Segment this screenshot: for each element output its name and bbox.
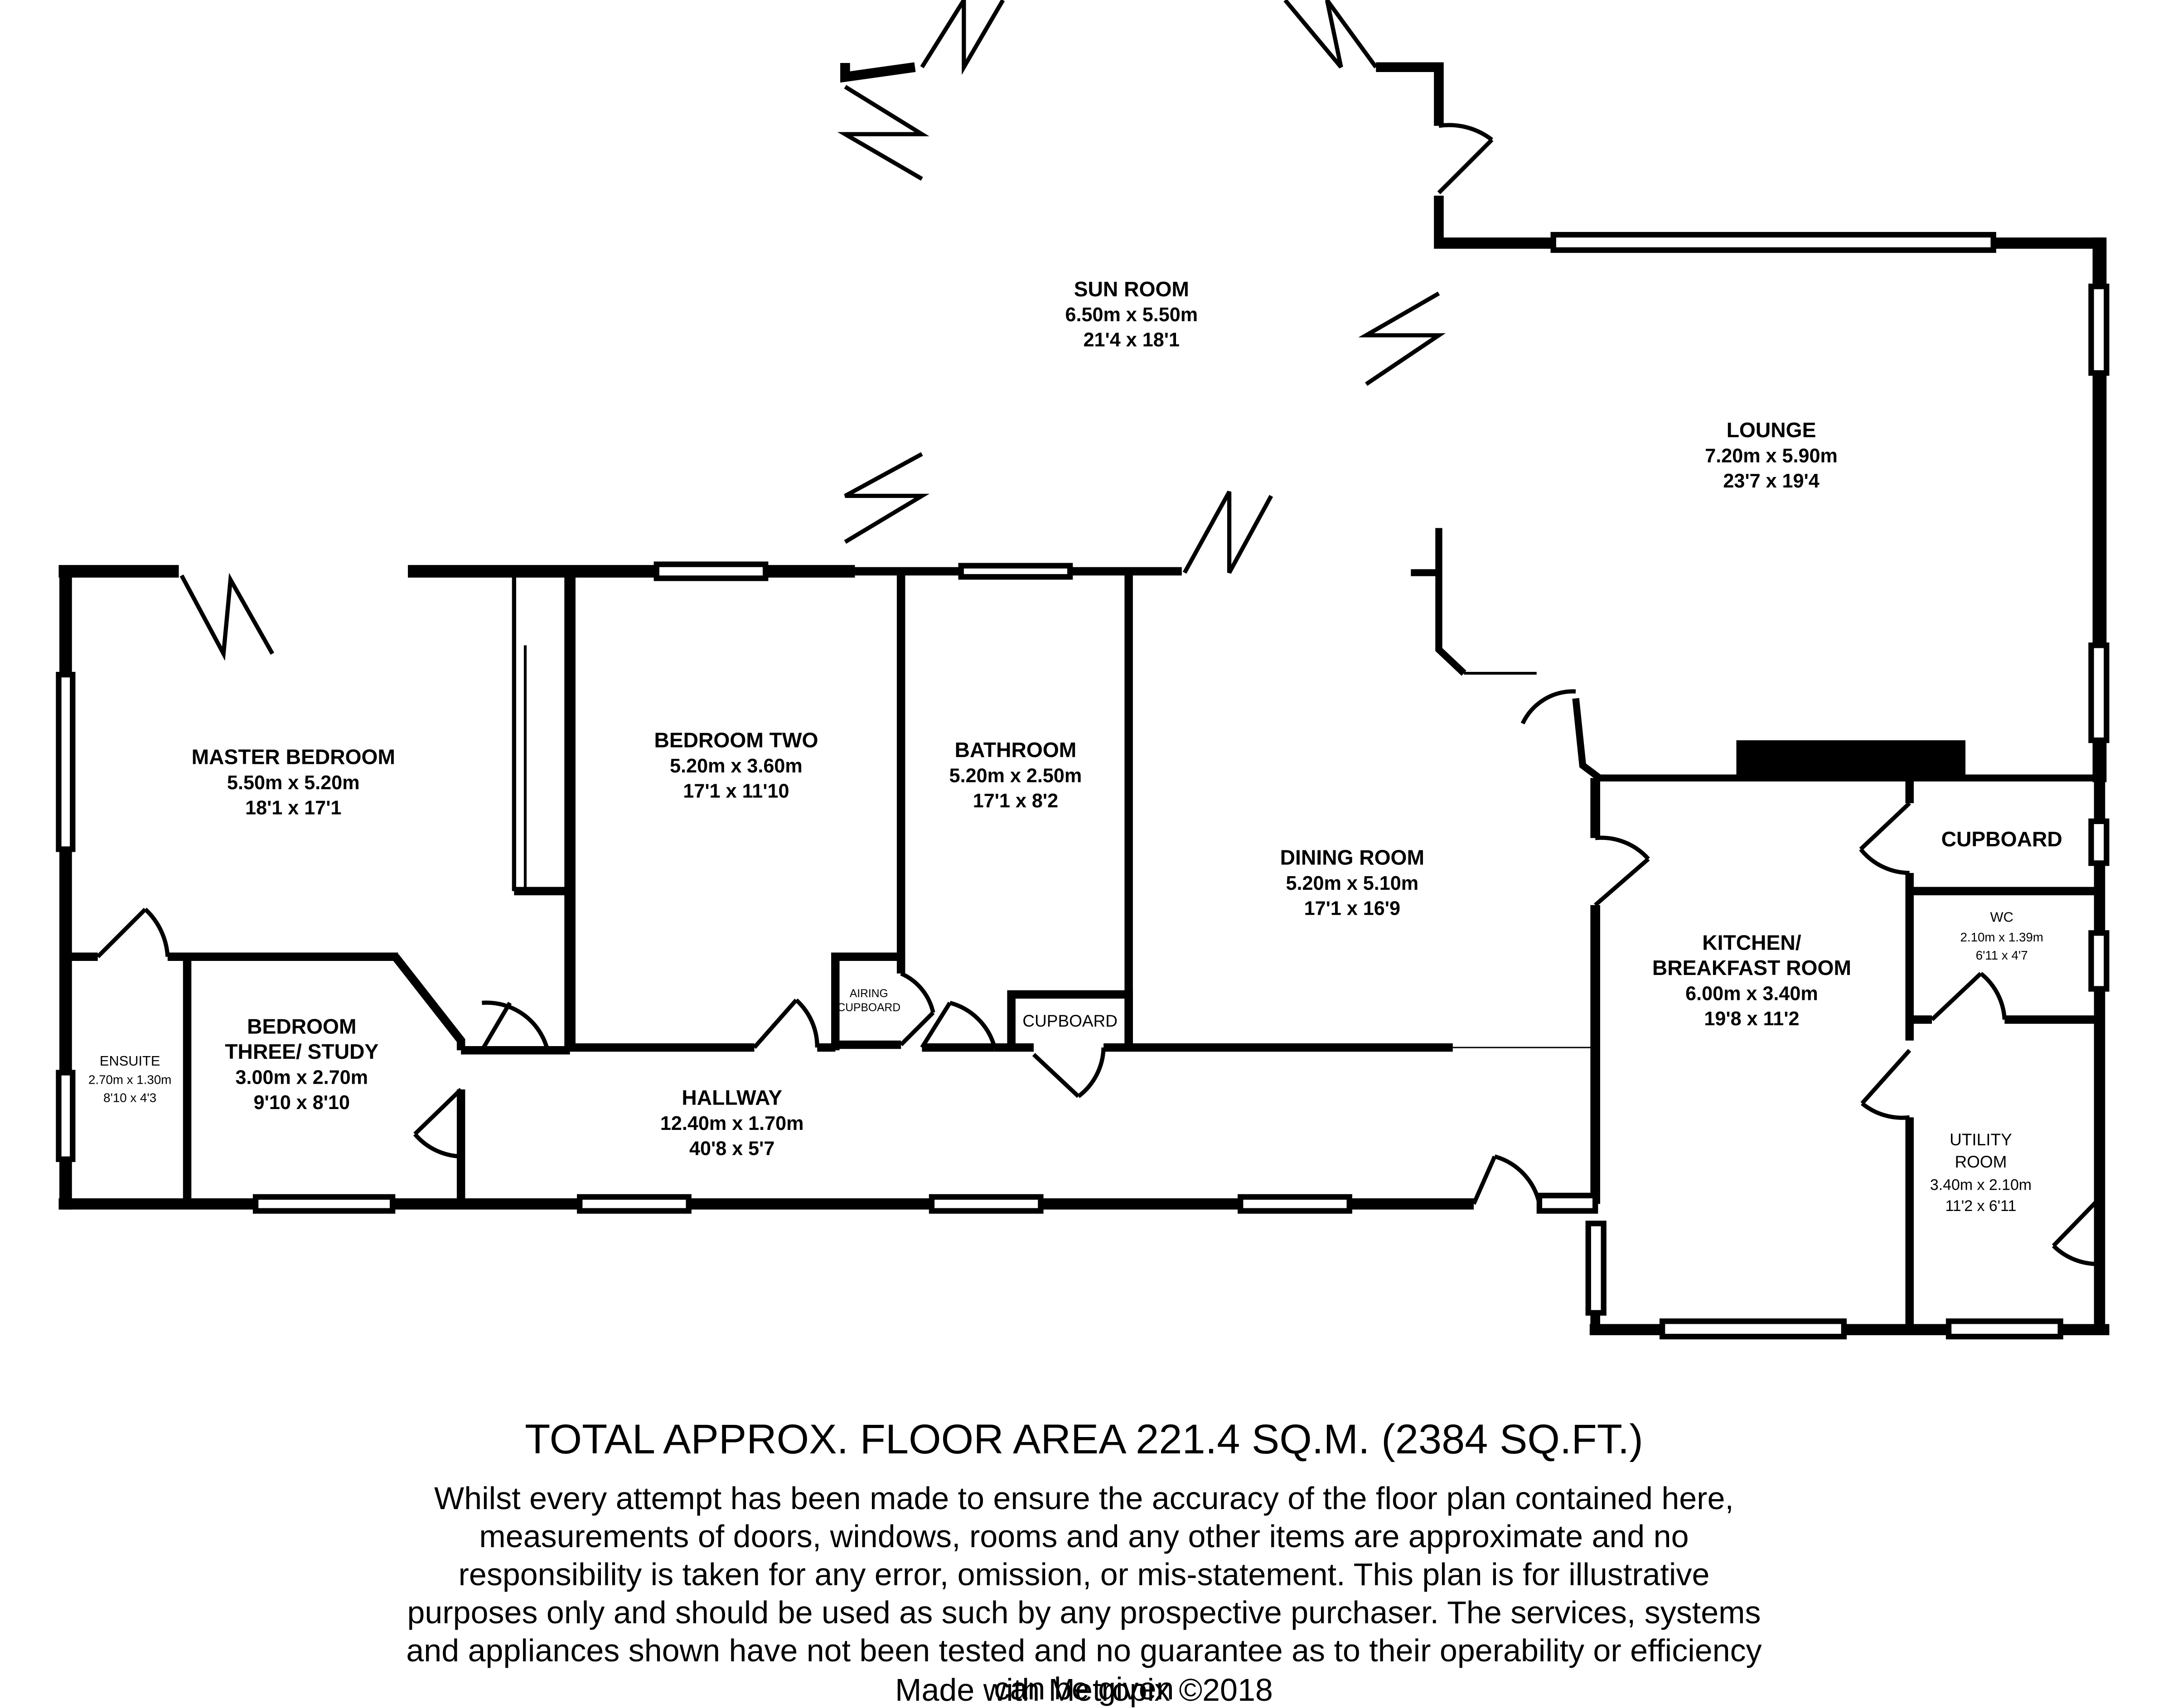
room-metric: 3.40m x 2.10m bbox=[1930, 1177, 2032, 1194]
room-metric: 5.20m x 5.10m bbox=[1286, 873, 1419, 894]
room-name-line2: THREE/ STUDY bbox=[225, 1040, 378, 1063]
made-with-credit: Made with Metropix ©2018 bbox=[895, 1672, 1273, 1708]
room-imperial: 19'8 x 11'2 bbox=[1704, 1008, 1799, 1030]
master-bedroom: MASTER BEDROOM 5.50m x 5.20m 18'1 x 17'1 bbox=[192, 745, 395, 819]
room-imperial: 18'1 x 17'1 bbox=[245, 797, 341, 819]
room-name-line1: KITCHEN/ bbox=[1702, 931, 1801, 954]
room-metric: 5.20m x 3.60m bbox=[670, 755, 803, 777]
disclaimer: Whilst every attempt has been made to en… bbox=[406, 1481, 1762, 1706]
room-imperial: 21'4 x 18'1 bbox=[1084, 329, 1180, 351]
room-metric: 6.00m x 3.40m bbox=[1685, 983, 1818, 1004]
room-imperial: 11'2 x 6'11 bbox=[1945, 1197, 2017, 1215]
room-name-line2: BREAKFAST ROOM bbox=[1652, 956, 1851, 979]
room-name: CUPBOARD bbox=[1022, 1012, 1118, 1030]
room-name-line2: CUPBOARD bbox=[837, 1002, 900, 1014]
room-imperial: 23'7 x 19'4 bbox=[1723, 470, 1819, 492]
airing-cupboard: AIRING CUPBOARD bbox=[837, 988, 900, 1014]
sun-room: SUN ROOM 6.50m x 5.50m 21'4 x 18'1 bbox=[1065, 277, 1198, 351]
room-metric: 5.20m x 2.50m bbox=[949, 765, 1082, 786]
room-name-line2: ROOM bbox=[1955, 1153, 2007, 1171]
room-imperial: 17'1 x 11'10 bbox=[683, 780, 789, 802]
room-name: BATHROOM bbox=[955, 738, 1077, 762]
hallway: HALLWAY 12.40m x 1.70m 40'8 x 5'7 bbox=[660, 1086, 804, 1160]
ensuite: ENSUITE 2.70m x 1.30m 8'10 x 4'3 bbox=[88, 1053, 171, 1105]
total-floor-area: TOTAL APPROX. FLOOR AREA 221.4 SQ.M. (23… bbox=[525, 1416, 1643, 1462]
room-metric: 12.40m x 1.70m bbox=[660, 1113, 804, 1134]
centre-walls bbox=[570, 571, 1600, 1098]
room-imperial: 17'1 x 16'9 bbox=[1304, 897, 1400, 919]
room-name: LOUNGE bbox=[1727, 418, 1816, 442]
room-name: HALLWAY bbox=[682, 1086, 782, 1110]
room-metric: 2.10m x 1.39m bbox=[1960, 930, 2043, 944]
room-imperial: 8'10 x 4'3 bbox=[103, 1090, 156, 1105]
lounge: LOUNGE 7.20m x 5.90m 23'7 x 19'4 bbox=[1705, 418, 1838, 492]
room-metric: 2.70m x 1.30m bbox=[88, 1072, 171, 1086]
room-imperial: 17'1 x 8'2 bbox=[973, 790, 1058, 812]
bedroom-three-study: BEDROOM THREE/ STUDY 3.00m x 2.70m 9'10 … bbox=[225, 1014, 378, 1113]
room-name: BEDROOM TWO bbox=[654, 728, 818, 752]
room-metric: 3.00m x 2.70m bbox=[236, 1066, 368, 1088]
sun-room-walls bbox=[837, 0, 1494, 574]
room-name: DINING ROOM bbox=[1280, 845, 1424, 869]
kitchen-breakfast-room: KITCHEN/ BREAKFAST ROOM 6.00m x 3.40m 19… bbox=[1652, 931, 1851, 1029]
room-imperial: 9'10 x 8'10 bbox=[254, 1092, 350, 1114]
cupboard-east: CUPBOARD bbox=[1941, 827, 2062, 851]
wc: WC 2.10m x 1.39m 6'11 x 4'7 bbox=[1960, 909, 2043, 962]
bedroom-two: BEDROOM TWO 5.20m x 3.60m 17'1 x 11'10 bbox=[654, 728, 818, 802]
east-wing-walls bbox=[1471, 778, 2110, 1340]
room-metric: 5.50m x 5.20m bbox=[227, 772, 360, 794]
utility-room: UTILITY ROOM 3.40m x 2.10m 11'2 x 6'11 bbox=[1930, 1130, 2032, 1215]
cupboard-hall: CUPBOARD bbox=[1022, 1012, 1118, 1030]
bathroom: BATHROOM 5.20m x 2.50m 17'1 x 8'2 bbox=[949, 738, 1082, 812]
room-name: MASTER BEDROOM bbox=[192, 745, 395, 768]
room-metric: 6.50m x 5.50m bbox=[1065, 304, 1198, 326]
room-name: WC bbox=[1990, 909, 2013, 925]
room-name-line1: UTILITY bbox=[1950, 1130, 2012, 1149]
west-wing-walls bbox=[56, 561, 1474, 1214]
room-name-line1: AIRING bbox=[850, 988, 888, 1000]
room-name: SUN ROOM bbox=[1074, 277, 1189, 301]
lounge-walls bbox=[1411, 232, 2110, 782]
room-name: CUPBOARD bbox=[1941, 827, 2062, 851]
dining-room: DINING ROOM 5.20m x 5.10m 17'1 x 16'9 bbox=[1280, 845, 1424, 919]
room-imperial: 6'11 x 4'7 bbox=[1976, 948, 2028, 962]
room-name: ENSUITE bbox=[100, 1053, 160, 1069]
room-name-line1: BEDROOM bbox=[247, 1014, 356, 1038]
room-metric: 7.20m x 5.90m bbox=[1705, 445, 1838, 467]
floor-plan: SUN ROOM 6.50m x 5.50m 21'4 x 18'1 LOUNG… bbox=[56, 0, 2110, 1340]
room-imperial: 40'8 x 5'7 bbox=[689, 1138, 774, 1159]
